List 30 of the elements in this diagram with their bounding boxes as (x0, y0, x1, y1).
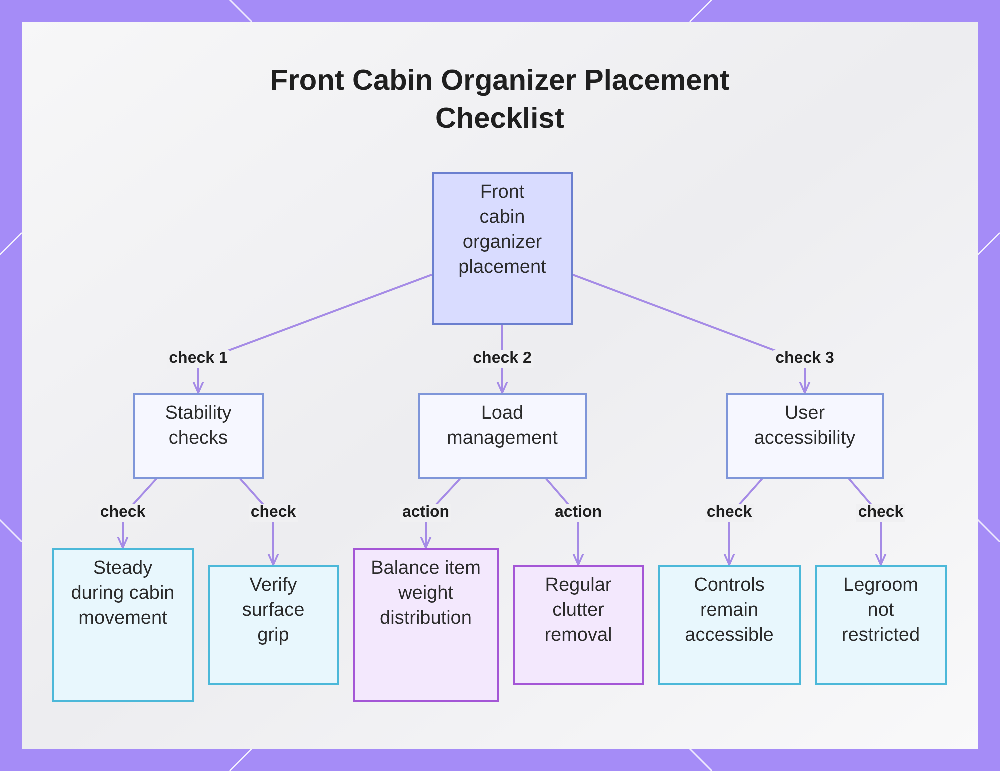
edge-label: check 3 (774, 350, 836, 368)
node-text: Front cabin organizer placement (458, 181, 548, 280)
edge-label: check 2 (471, 350, 534, 368)
action-box (353, 548, 499, 702)
edge-label: action (400, 504, 452, 522)
category-box (133, 393, 264, 479)
check-box (208, 565, 339, 685)
category-box (726, 393, 884, 479)
node-text: Steady during cabin movement (70, 557, 176, 631)
edge-label: action (552, 504, 604, 522)
edge-label: check (856, 504, 906, 522)
title: Front Cabin Organizer Placement Checklist (269, 64, 731, 137)
edge-label: check (704, 504, 754, 522)
edge-label: check 1 (167, 350, 230, 368)
node-text: Regular clutter removal (544, 574, 614, 648)
node-text: Verify surface grip (241, 574, 306, 648)
root-box (432, 172, 573, 325)
node-text: Controls remain accessible (684, 574, 775, 648)
node-text: Load management (446, 402, 559, 451)
edge-label: check (248, 504, 298, 522)
node-text: Legroom not restricted (840, 574, 922, 648)
category-box (418, 393, 587, 479)
node-text: Balance item weight distribution (371, 557, 481, 631)
check-box (815, 565, 947, 685)
node-text: Stability checks (164, 402, 233, 451)
check-box (658, 565, 801, 685)
edge-label: check (98, 504, 148, 522)
check-box (52, 548, 194, 702)
action-box (513, 565, 644, 685)
node-text: User accessibility (753, 402, 857, 451)
